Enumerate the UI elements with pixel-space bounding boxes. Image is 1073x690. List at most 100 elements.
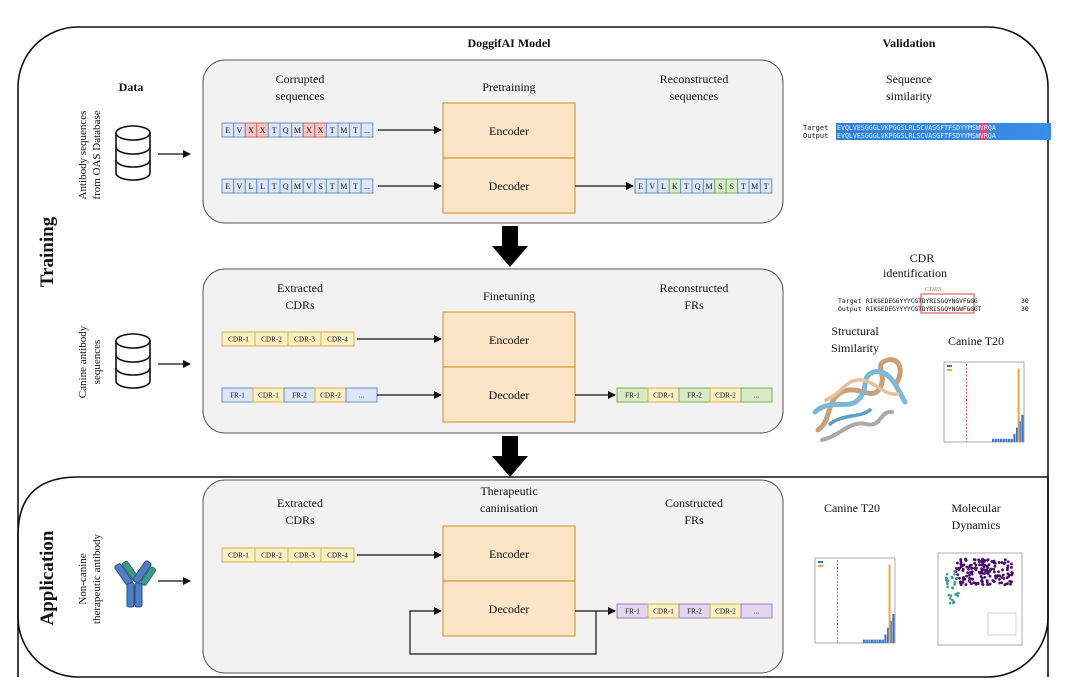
thumb-bar [892, 614, 895, 643]
thumb-point [953, 572, 956, 576]
seq-cell-label: Q [695, 182, 701, 191]
thumb-point [965, 565, 969, 569]
data-title: Data [119, 80, 144, 94]
thumb-point [992, 570, 996, 574]
thumb-point [981, 571, 984, 575]
thumb-bar [1016, 427, 1019, 442]
thumb-point [959, 561, 963, 565]
thumb-point [956, 594, 960, 598]
seq-cell-label: E [225, 182, 230, 191]
thumb-point [957, 566, 961, 570]
thumb-legend-swatch [947, 365, 952, 367]
thumb-bar [1021, 414, 1024, 442]
thumb-point [985, 571, 988, 575]
thumb-bar [873, 639, 876, 643]
thumb-point [985, 558, 989, 562]
thumb-point [952, 601, 955, 605]
thumb-point [1000, 561, 1004, 564]
seq-cell [360, 178, 374, 194]
validation-title: Validation [883, 36, 936, 50]
ft-right-h2: FRs [684, 298, 704, 312]
thumb-point [967, 579, 971, 582]
thumb-point [1007, 573, 1011, 577]
thumb-point [1005, 576, 1009, 580]
thumb-bar [994, 438, 997, 442]
thumb-point [965, 574, 969, 578]
seq-cell [320, 547, 355, 563]
thumb-point [983, 569, 987, 572]
thumb-point [967, 573, 971, 577]
thumb-point [968, 576, 971, 580]
thumb-point [973, 558, 977, 562]
seq-cell-label: CDR-2 [261, 336, 282, 344]
thumb-point [980, 567, 983, 571]
model-title: DoggifAI Model [468, 36, 552, 50]
oas-label-line1: Antibody sequences [77, 111, 89, 200]
can-title-1: Therapeutic [480, 484, 537, 498]
seq-cell-label: CDR-3 [294, 552, 315, 560]
thumb-point [947, 593, 951, 597]
thumb-point [974, 568, 978, 572]
struct-h1: Structural [831, 324, 879, 338]
ft-decoder-label: Decoder [489, 388, 530, 402]
thumb-point [1001, 573, 1005, 577]
thumb-bar [884, 634, 887, 643]
thumb-bar [879, 639, 882, 643]
thumb-point [959, 583, 963, 587]
seq-cell-label: CDR-1 [258, 392, 279, 400]
seq-cell-label: V [306, 182, 312, 191]
thumb-point [978, 563, 981, 567]
ft-right-h1: Reconstructed [660, 281, 729, 295]
cdr-target-num: 30 [1021, 297, 1029, 305]
thumb-point [1006, 564, 1010, 568]
can-title-2: caninisation [480, 501, 538, 515]
seq-cell-label: Q [283, 126, 289, 135]
thumb-bar [868, 639, 871, 643]
cdr-h1: CDR [910, 251, 935, 265]
seq-cell-label: M [294, 126, 301, 135]
seq-cell-label: S [730, 182, 734, 191]
thumb-point [970, 582, 973, 586]
thumb-point [1000, 576, 1004, 579]
thumb-point [1010, 566, 1013, 569]
seq-alignment-panel: Target Output EVQLVESGGGLVKPGGSLRLSCVASG… [803, 123, 1051, 140]
thumb-bar [1005, 438, 1008, 442]
thumb-point [985, 564, 989, 568]
thumb-point [946, 579, 949, 583]
thumb-point [956, 573, 960, 577]
thumb-bar [1008, 438, 1011, 442]
application-frame [17, 476, 1049, 677]
feedback-loop-arrow [409, 607, 597, 655]
oas-label-line2: from OAS Database [91, 110, 103, 199]
thumb-bar [871, 639, 874, 643]
thumb-point [997, 570, 1000, 574]
thumb-point [991, 579, 995, 582]
thumb-point [956, 561, 959, 565]
seq-cell-label: T [741, 182, 746, 191]
seqsim-h2: similarity [886, 89, 932, 103]
thumb-bar [1000, 438, 1003, 442]
thumb-bar [1018, 421, 1021, 442]
thumb-point [977, 558, 981, 562]
seq-cell-label: T [353, 182, 358, 191]
thumb-point [986, 583, 990, 587]
cdr-target-label: Target [838, 297, 862, 305]
seq-cell [740, 603, 773, 619]
t20-app-heading: Canine T20 [824, 501, 880, 515]
seq-cell [360, 122, 374, 138]
seq-cell-label: T [764, 182, 769, 191]
seq-cell [320, 331, 355, 347]
thumb-bar [1013, 434, 1016, 442]
seq-cell [759, 178, 773, 194]
thumb-point [951, 598, 954, 602]
thumb-point [990, 560, 994, 563]
thumb-point [998, 577, 1001, 581]
molecular-dynamics-plot [937, 552, 1023, 646]
thumb-bar [889, 620, 892, 643]
